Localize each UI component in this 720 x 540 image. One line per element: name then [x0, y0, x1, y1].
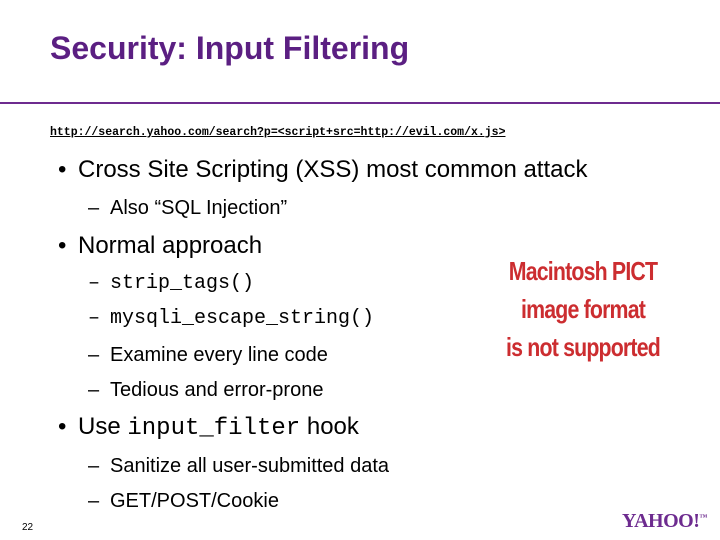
title-divider	[0, 102, 720, 104]
bullet-input-filter: • Use input_filter hook	[58, 413, 359, 442]
bullet-text: Cross Site Scripting (XSS) most common a…	[78, 156, 588, 183]
sub-bullet-dash: –	[88, 307, 101, 330]
bullet-dot: •	[58, 232, 67, 259]
logo-text: YAHOO!	[622, 510, 700, 532]
pict-line: Macintosh PICT	[508, 256, 658, 286]
sub-bullet-dash: –	[88, 272, 101, 295]
sub-bullet-code: mysqli_escape_string()	[110, 307, 375, 330]
bullet-dot: •	[58, 413, 67, 440]
sub-bullet-text: Sanitize all user-submitted data	[110, 455, 390, 477]
sub-bullet-mysqli-escape: – mysqli_escape_string()	[88, 307, 375, 330]
bullet-normal-approach: • Normal approach	[58, 232, 263, 260]
sub-bullet-dash: –	[88, 379, 100, 401]
pict-unsupported-notice: Macintosh PICT image format is not suppo…	[505, 252, 661, 366]
bullet-code: input_filter	[127, 415, 301, 442]
example-url[interactable]: http://search.yahoo.com/search?p=<script…	[50, 126, 506, 139]
sub-bullet-dash: –	[88, 197, 100, 219]
yahoo-logo: YAHOO!™	[622, 510, 707, 533]
bullet-xss: • Cross Site Scripting (XSS) most common…	[58, 156, 588, 184]
pict-line: is not supported	[506, 332, 661, 362]
sub-bullet-examine: – Examine every line code	[88, 344, 328, 367]
sub-bullet-text: GET/POST/Cookie	[110, 490, 279, 512]
sub-bullet-text: Examine every line code	[110, 344, 328, 366]
sub-bullet-dash: –	[88, 344, 100, 366]
sub-bullet-dash: –	[88, 490, 100, 512]
sub-bullet-text: Also “SQL Injection”	[110, 197, 288, 219]
trademark-mark: ™	[699, 512, 707, 522]
page-number: 22	[22, 522, 34, 533]
sub-bullet-sanitize: – Sanitize all user-submitted data	[88, 455, 390, 478]
sub-bullet-get-post-cookie: – GET/POST/Cookie	[88, 490, 279, 513]
slide-title: Security: Input Filtering	[50, 30, 410, 66]
bullet-dot: •	[58, 156, 67, 183]
pict-line: image format	[520, 294, 646, 324]
sub-bullet-sql-injection: – Also “SQL Injection”	[88, 197, 288, 220]
sub-bullet-dash: –	[88, 455, 100, 477]
bullet-text-post: hook	[300, 413, 359, 440]
sub-bullet-text: Tedious and error-prone	[110, 379, 324, 401]
sub-bullet-tedious: – Tedious and error-prone	[88, 379, 324, 402]
sub-bullet-code: strip_tags()	[110, 272, 255, 295]
sub-bullet-strip-tags: – strip_tags()	[88, 272, 255, 295]
bullet-text-pre: Use	[78, 413, 128, 440]
bullet-text: Normal approach	[78, 232, 263, 259]
